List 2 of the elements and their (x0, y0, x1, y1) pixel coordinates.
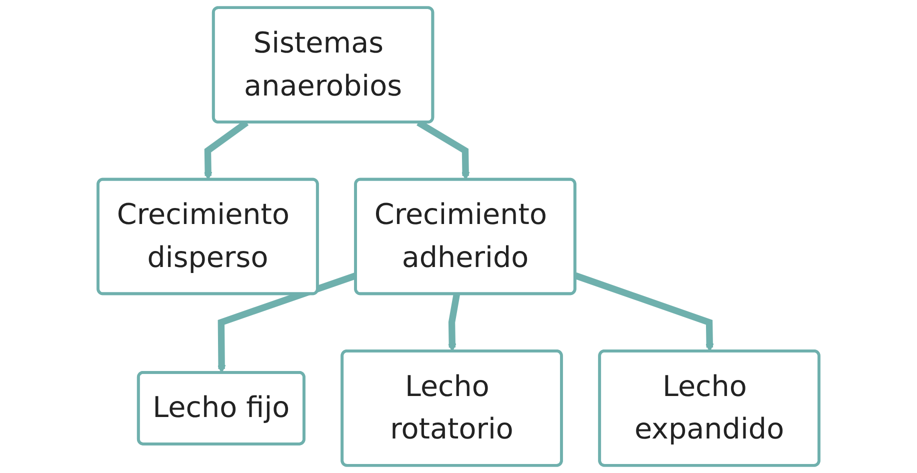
arrow (448, 294, 460, 352)
arrow (574, 272, 714, 352)
